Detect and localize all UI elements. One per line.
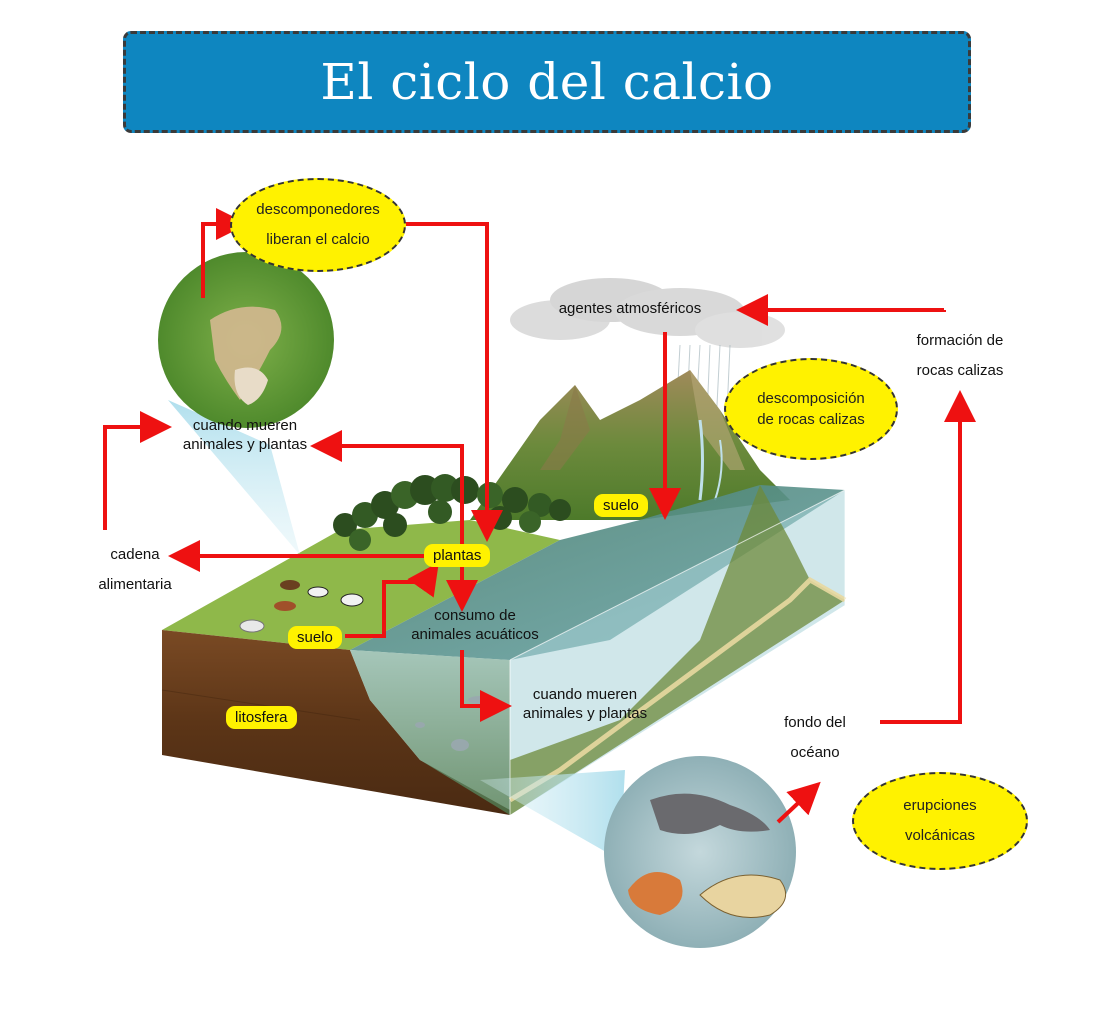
label-line: animales y plantas bbox=[182, 436, 308, 453]
oval-descomposicion-rocas: descomposición de rocas calizas bbox=[724, 358, 898, 460]
pill-suelo-tierra: suelo bbox=[288, 626, 342, 649]
label-agentes-atmosfericos: agentes atmosféricos bbox=[558, 300, 702, 317]
label-line: formación de bbox=[916, 332, 1004, 349]
label-line: fondo del bbox=[784, 714, 846, 731]
oval-descomponedores: descomponedores liberan el calcio bbox=[230, 178, 406, 272]
oval-line: descomposición bbox=[757, 390, 865, 407]
mountains bbox=[470, 370, 790, 520]
arrow-to-descomponedores bbox=[201, 208, 248, 298]
landscape-block bbox=[161, 485, 847, 815]
label-line: océano bbox=[790, 744, 840, 761]
zoom-circle-ocean-floor bbox=[604, 756, 796, 948]
label-line: cuando mueren bbox=[192, 417, 298, 434]
label-cuando-mueren-tierra: cuando mueren animales y plantas bbox=[160, 416, 330, 454]
arrows bbox=[103, 208, 976, 824]
pill-plantas: plantas bbox=[424, 544, 491, 567]
arrow-fondo-to-formacion bbox=[880, 390, 976, 724]
label-line: cuando mueren bbox=[532, 686, 638, 703]
arrow-descomponedores-to-plantas bbox=[404, 222, 503, 542]
label-formacion-rocas: formación de rocas calizas bbox=[900, 326, 1020, 386]
label-cadena-alimentaria: cadena alimentaria bbox=[80, 540, 190, 600]
page-title: El ciclo del calcio bbox=[320, 53, 774, 111]
oval-line: descomponedores bbox=[256, 201, 380, 218]
arrow-sea-circle-to-fondo bbox=[776, 781, 821, 824]
title-banner: El ciclo del calcio bbox=[123, 31, 971, 133]
oval-line: erupciones bbox=[903, 797, 977, 814]
label-consumo-animales: consumo de animales acuáticos bbox=[395, 606, 555, 644]
label-cuando-mueren-agua: cuando mueren animales y plantas bbox=[505, 685, 665, 723]
label-line: alimentaria bbox=[98, 576, 172, 593]
oval-line: liberan el calcio bbox=[266, 231, 370, 248]
oval-line: volcánicas bbox=[904, 827, 976, 844]
arrow-plantas-to-cuando-mueren bbox=[310, 430, 464, 556]
cattle bbox=[239, 580, 364, 633]
pill-litosfera: litosfera bbox=[226, 706, 297, 729]
label-line: cadena bbox=[110, 546, 160, 563]
arrow-suelo-to-plantas bbox=[345, 562, 439, 638]
cloud bbox=[510, 278, 785, 348]
label-line: rocas calizas bbox=[916, 362, 1004, 379]
label-line: consumo de bbox=[434, 607, 516, 624]
zoom-circle-decomposers bbox=[158, 252, 334, 428]
label-line: animales acuáticos bbox=[411, 626, 539, 643]
zoom-beam-sea bbox=[480, 770, 625, 860]
zoom-beam-land bbox=[168, 400, 300, 555]
arrow-to-cuando-mueren-tierra bbox=[103, 411, 172, 530]
oval-erupciones: erupciones volcánicas bbox=[852, 772, 1028, 870]
label-fondo-oceano: fondo del océano bbox=[770, 708, 860, 768]
pill-suelo-monte: suelo bbox=[594, 494, 648, 517]
label-line: animales y plantas bbox=[522, 705, 648, 722]
arrow-consumo-to-mueren-agua bbox=[460, 650, 512, 722]
oval-line: de rocas calizas bbox=[757, 411, 865, 428]
